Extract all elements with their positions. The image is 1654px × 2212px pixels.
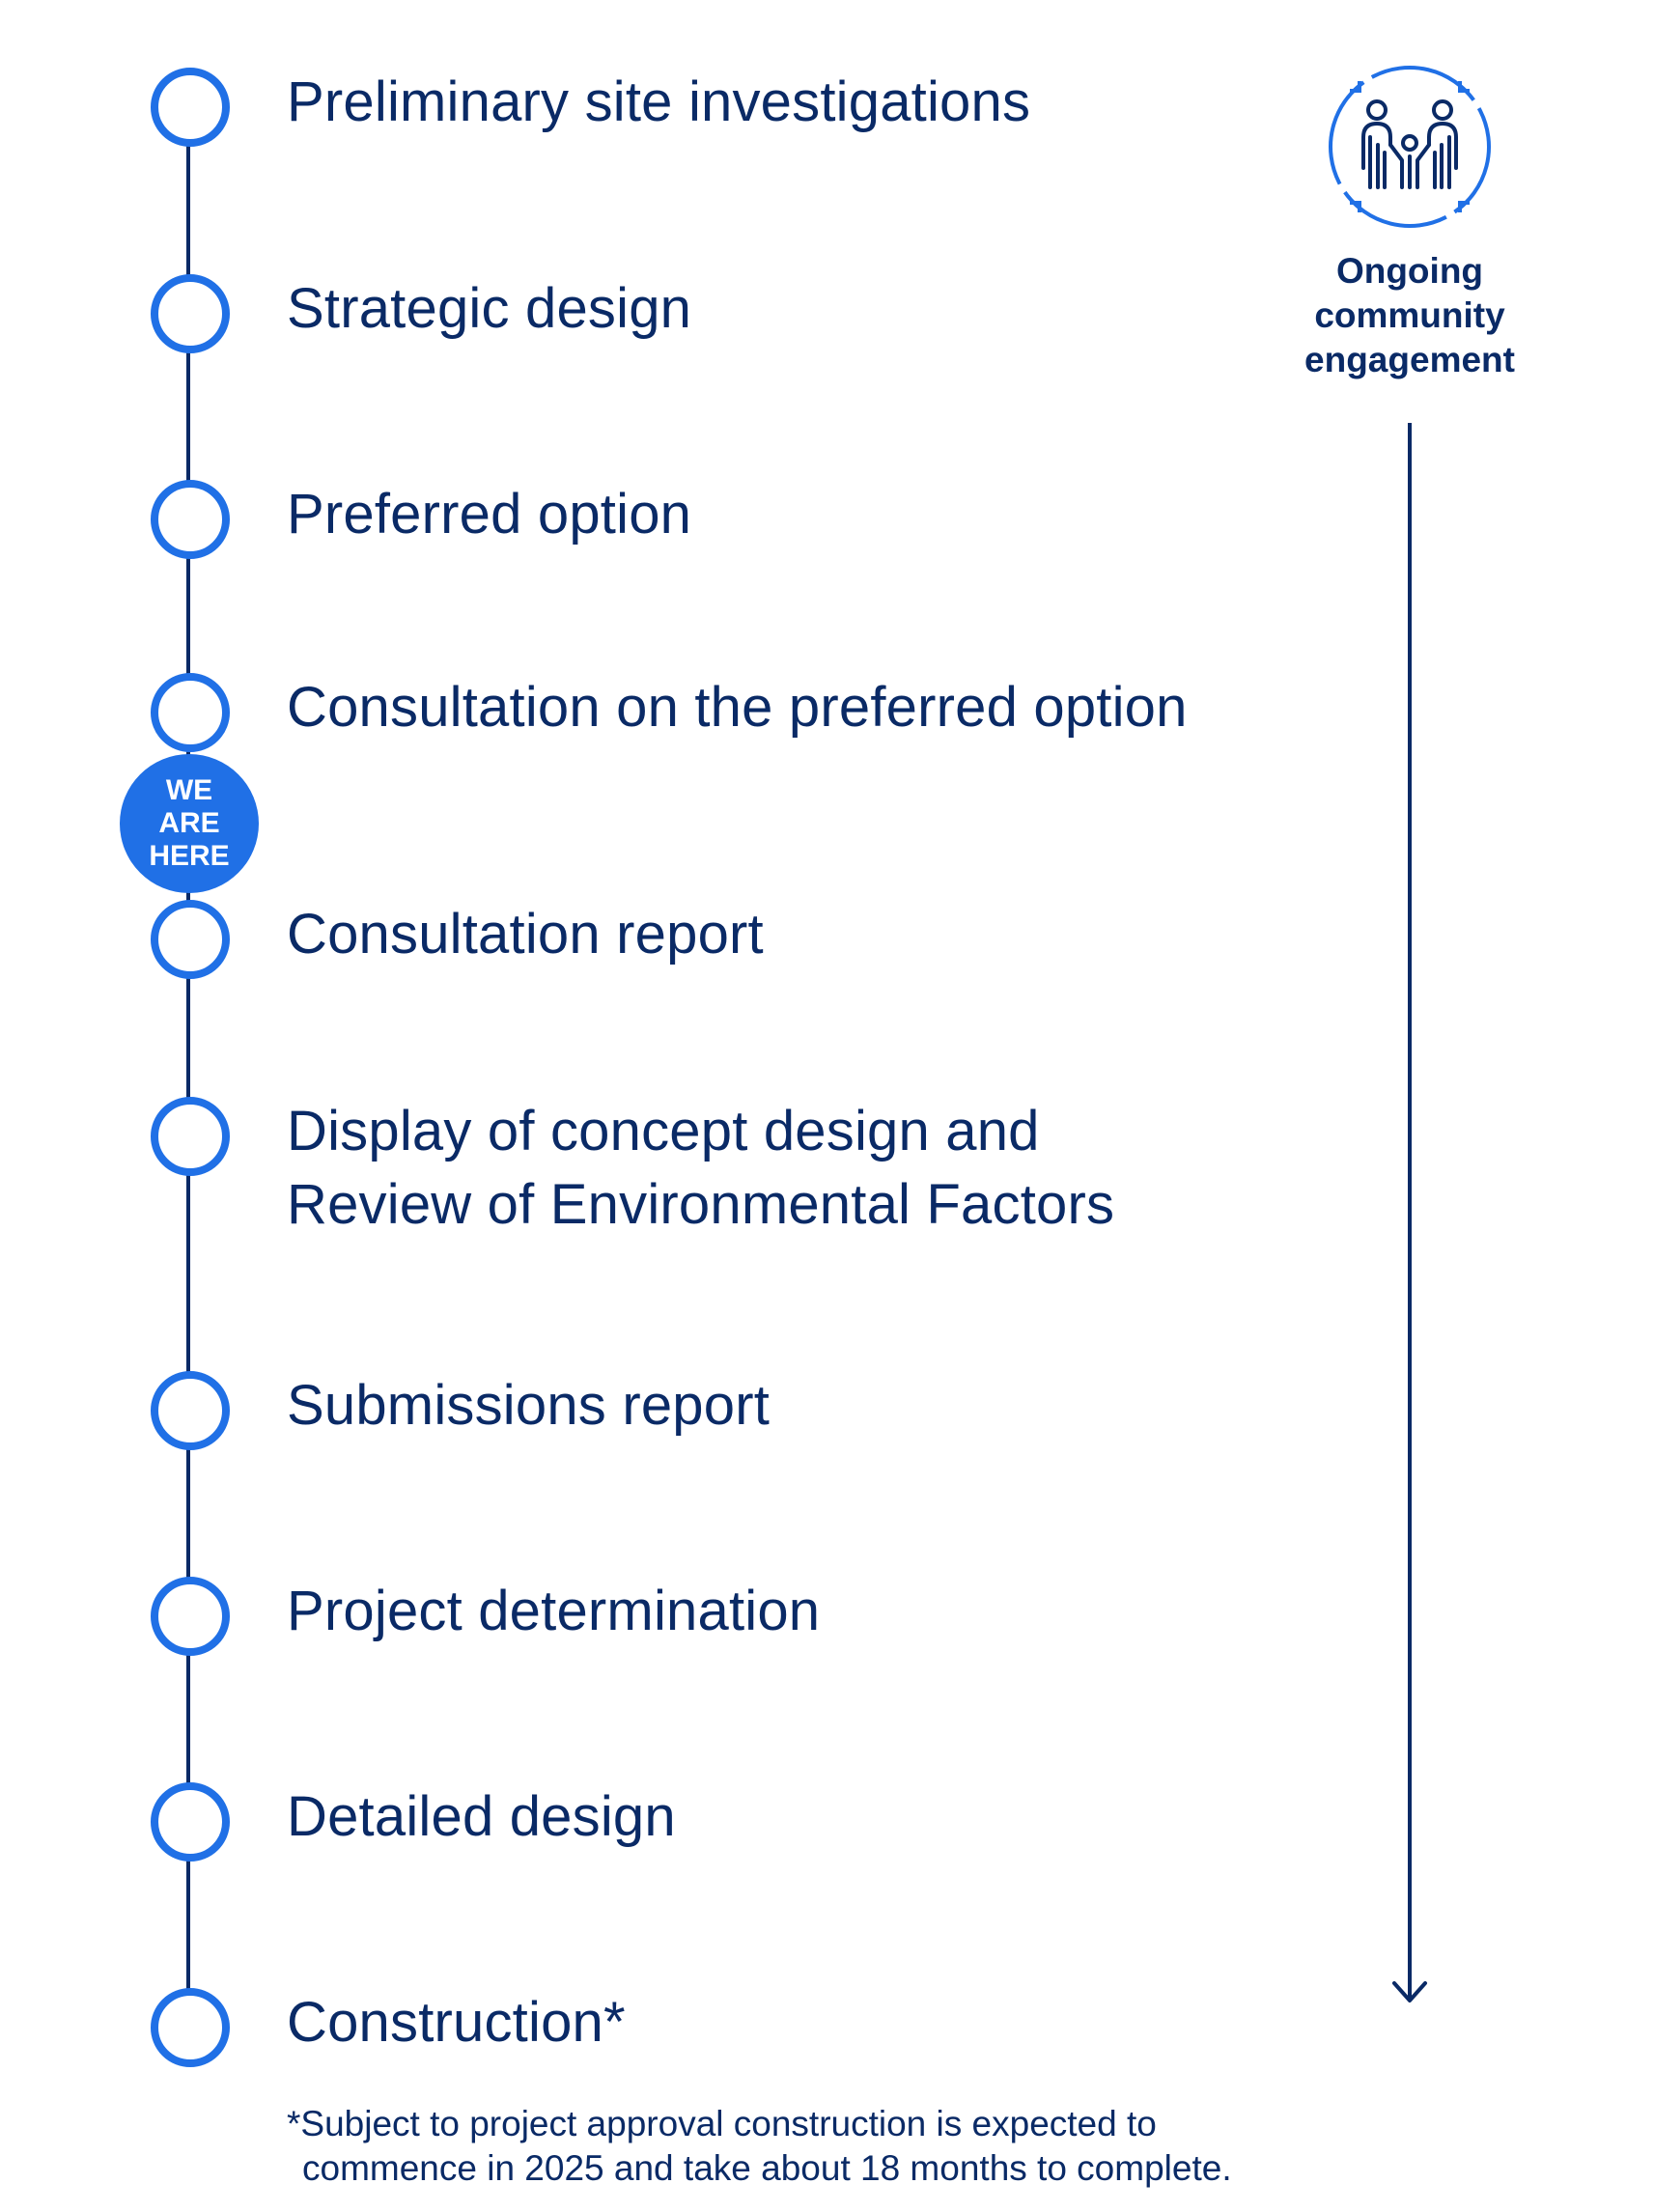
step-label-8: Project determination	[287, 1575, 820, 1648]
step-node-7	[151, 1371, 230, 1450]
step-label-4: Consultation on the preferred option	[287, 671, 1188, 744]
step-label-7-line-1: Submissions report	[287, 1374, 771, 1437]
step-label-5-line-1: Consultation report	[287, 903, 764, 966]
step-node-6	[151, 1097, 230, 1176]
footnote: *Subject to project approval constructio…	[287, 2102, 1232, 2191]
step-label-5: Consultation report	[287, 898, 764, 971]
step-label-3-line-1: Preferred option	[287, 483, 692, 546]
engagement-label-line-1: Ongoing	[1335, 251, 1484, 291]
marker-line-2: ARE	[158, 807, 220, 839]
timeline-line	[186, 106, 190, 2028]
step-label-6-line-2: Review of Environmental Factors	[287, 1173, 1115, 1236]
step-label-9: Detailed design	[287, 1780, 676, 1854]
step-node-5	[151, 900, 230, 979]
step-node-10	[151, 1988, 230, 2067]
footnote-line-2: commence in 2025 and take about 18 month…	[302, 2148, 1232, 2188]
step-label-8-line-1: Project determination	[287, 1580, 821, 1642]
engagement-label-line-2: community	[1314, 295, 1505, 335]
step-label-6-line-1: Display of concept design and	[287, 1100, 1040, 1162]
marker-line-3: HERE	[149, 840, 230, 872]
step-node-3	[151, 480, 230, 559]
step-node-9	[151, 1782, 230, 1862]
step-label-10-line-1: Construction*	[287, 1991, 626, 2054]
step-label-9-line-1: Detailed design	[287, 1785, 676, 1848]
step-node-4	[151, 673, 230, 752]
step-label-3: Preferred option	[287, 478, 691, 551]
we-are-here-marker: WE ARE HERE	[120, 754, 259, 893]
engagement-arrow	[1392, 423, 1427, 2002]
step-label-7: Submissions report	[287, 1369, 770, 1442]
step-label-10: Construction*	[287, 1986, 626, 2059]
step-label-2: Strategic design	[287, 272, 691, 346]
step-node-1	[151, 68, 230, 147]
footnote-line-1: *Subject to project approval constructio…	[287, 2104, 1157, 2143]
step-label-6: Display of concept design and Review of …	[287, 1095, 1114, 1242]
marker-line-1: WE	[165, 774, 213, 806]
community-people-icon	[1329, 66, 1491, 228]
step-label-2-line-1: Strategic design	[287, 277, 692, 340]
step-node-8	[151, 1577, 230, 1656]
step-label-4-line-1: Consultation on the preferred option	[287, 676, 1188, 739]
engagement-label: Ongoing community engagement	[1246, 249, 1574, 382]
engagement-label-line-3: engagement	[1304, 340, 1515, 379]
step-label-1: Preliminary site investigations	[287, 66, 1030, 139]
step-node-2	[151, 274, 230, 353]
step-label-1-line-1: Preliminary site investigations	[287, 70, 1031, 133]
